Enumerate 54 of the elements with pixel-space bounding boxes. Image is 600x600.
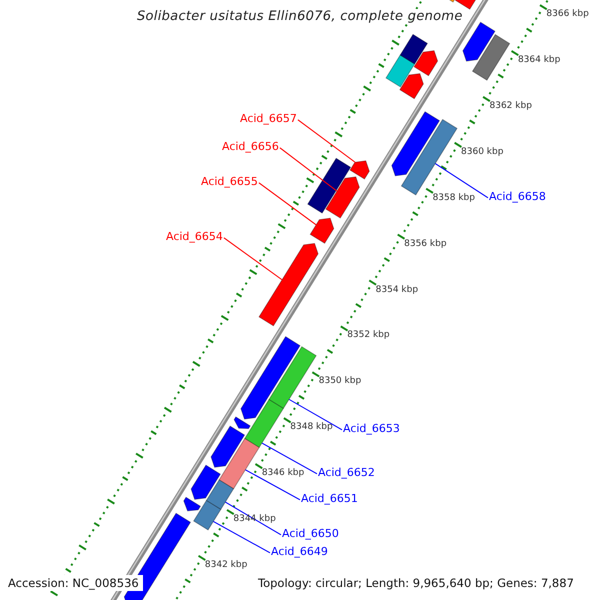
- gene-block: [472, 34, 510, 81]
- gene-block: [399, 73, 424, 100]
- scale-label: 8362 kbp: [490, 100, 532, 111]
- leader-line: [434, 163, 488, 198]
- gene-label: Acid_6654: [166, 230, 223, 243]
- gene-block: [462, 22, 496, 62]
- gene-block: [218, 438, 260, 490]
- leader-line: [258, 182, 317, 226]
- leader-line: [224, 502, 282, 536]
- gene-label: Acid_6649: [271, 545, 328, 558]
- scale-label: 8346 kbp: [262, 468, 304, 478]
- scale-label: 8356 kbp: [404, 238, 447, 249]
- gene-block: [268, 346, 317, 409]
- scale-label: 8344 kbp: [233, 514, 276, 524]
- gene-label: Acid_6651: [301, 492, 358, 505]
- gene-label: Acid_6657: [240, 112, 297, 125]
- gene-label: Acid_6650: [282, 527, 339, 540]
- gene-block: [349, 160, 370, 180]
- scale-label: 8358 kbp: [432, 192, 475, 203]
- gene-block: [210, 426, 246, 468]
- gene-block: [193, 500, 222, 531]
- scale-label: 8342 kbp: [204, 560, 248, 570]
- scale-label: 8366 kbp: [546, 9, 589, 20]
- gene-label: Acid_6652: [318, 466, 375, 479]
- gene-block: [400, 34, 428, 65]
- gene-block: [234, 416, 251, 430]
- gene-block: [190, 464, 221, 500]
- gene-block: [310, 218, 334, 244]
- gene-label: Acid_6653: [343, 422, 400, 435]
- leader-line: [279, 147, 338, 192]
- leader-line: [244, 469, 300, 500]
- gene-block: [414, 50, 438, 76]
- scale-label: 8354 kbp: [376, 284, 418, 295]
- gene-block: [391, 111, 440, 176]
- leader-line: [297, 119, 356, 163]
- scale-label: 8350 kbp: [318, 376, 362, 386]
- leader-line: [288, 398, 342, 430]
- gene-block: [244, 398, 284, 448]
- gene-block: [206, 479, 234, 510]
- scale-label: 8360 kbp: [461, 146, 504, 157]
- gene-block: [325, 176, 360, 219]
- gene-block: [307, 158, 352, 214]
- gene-block: [240, 336, 301, 420]
- leader-line: [223, 237, 282, 280]
- scale-label: 8348 kbp: [290, 422, 333, 432]
- title: Solibacter usitatus Ellin6076, complete genome: [137, 9, 463, 24]
- gene-label: Acid_6658: [489, 190, 546, 203]
- scale-label: 8364 kbp: [518, 55, 560, 66]
- gene-label: Acid_6656: [222, 140, 279, 153]
- scale-label: 8352 kbp: [347, 330, 390, 340]
- gene-block: [183, 496, 201, 512]
- gene-label: Acid_6655: [201, 175, 258, 188]
- gene-block: [385, 54, 416, 88]
- gene-block: [258, 242, 319, 326]
